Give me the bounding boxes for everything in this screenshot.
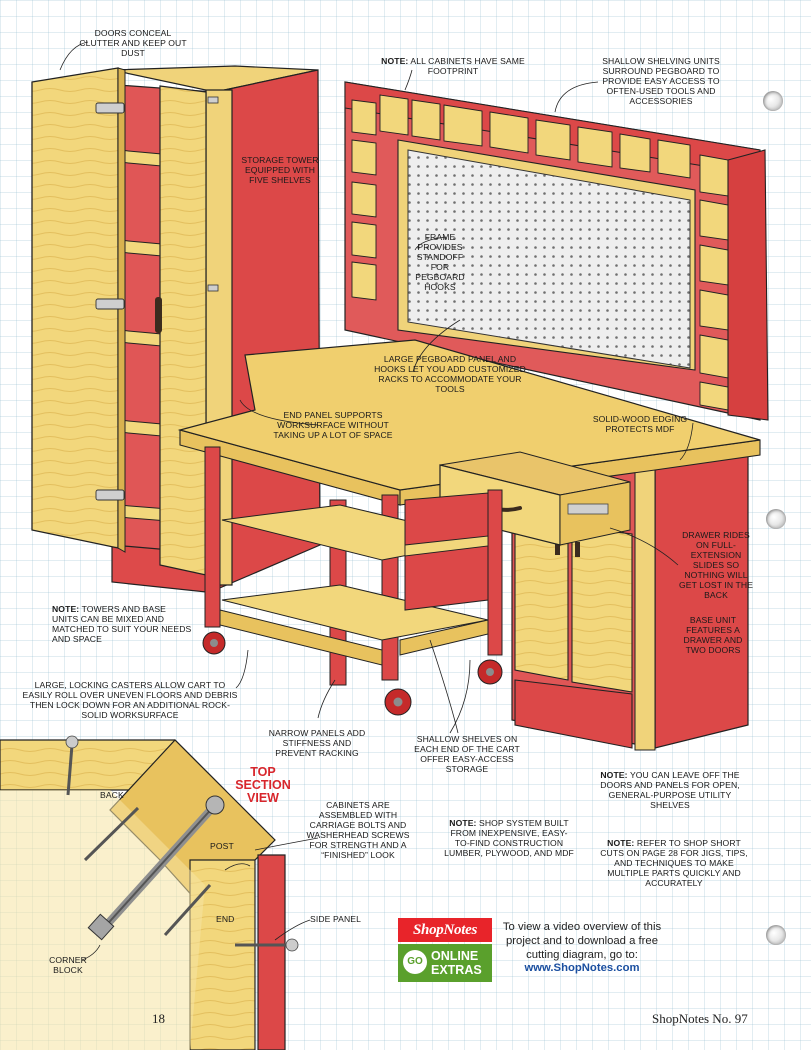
caption-shallow-shelves: SHALLOW SHELVES ON EACH END OF THE CART … [414,734,520,774]
footer-magazine-title: ShopNotes No. 97 [652,1011,748,1026]
label-back: BACK [100,790,124,800]
extras-label: EXTRAS [431,963,482,977]
caption-shallow-shelving: SHALLOW SHELVING UNITS SURROUND PEGBOARD… [602,56,720,106]
section-view-title: TOP SECTION VIEW [228,766,298,805]
label-side-panel: SIDE PANEL [310,914,361,924]
note-text: SHOP SYSTEM BUILT FROM INEXPENSIVE, EASY… [444,818,574,858]
section-title-line: SECTION [235,778,291,792]
note-text: TOWERS AND BASE UNITS CAN BE MIXED AND M… [52,604,192,644]
caption-refer-note: NOTE: REFER TO SHOP SHORT CUTS ON PAGE 2… [596,838,752,888]
label-corner-block: CORNER BLOCK [49,955,87,975]
caption-base-unit: BASE UNIT FEATURES A DRAWER AND TWO DOOR… [683,615,743,655]
note-label: NOTE: [449,818,477,828]
caption-cabinets: CABINETS ARE ASSEMBLED WITH CARRIAGE BOL… [306,800,410,860]
extras-description: To view a video overview of this project… [502,921,662,961]
caption-pegboard: LARGE PEGBOARD PANEL AND HOOKS LET YOU A… [374,354,526,394]
note-label: NOTE: [607,838,635,848]
caption-shop-system-note: NOTE: SHOP SYSTEM BUILT FROM INEXPENSIVE… [444,818,574,858]
shopnotes-logo-text: ShopNotes [398,918,492,942]
go-icon: GO [403,950,427,974]
caption-edging: SOLID-WOOD EDGING PROTECTS MDF [592,414,688,434]
caption-doors: DOORS CONCEAL CLUTTER AND KEEP OUT DUST [79,28,187,58]
binder-hole [766,925,786,945]
label-end: END [216,914,235,924]
caption-end-panel: END PANEL SUPPORTS WORKSURFACE WITHOUT T… [273,410,393,440]
label-post: POST [210,841,234,851]
note-text: REFER TO SHOP SHORT CUTS ON PAGE 28 FOR … [600,838,748,888]
top-section-view [0,735,319,1050]
note-label: NOTE: [52,604,80,614]
section-title-line: TOP [250,765,276,779]
online-extras-badge: GO ONLINE EXTRAS [398,944,492,982]
binder-hole [766,509,786,529]
section-title-line: VIEW [247,791,279,805]
shopnotes-online-extras-logo[interactable]: ShopNotes GO ONLINE EXTRAS [398,918,492,982]
caption-narrow-panels: NARROW PANELS ADD STIFFNESS AND PREVENT … [268,728,366,758]
rolling-cart [202,446,503,716]
note-label: NOTE: [381,56,409,66]
caption-footprint-note: NOTE: ALL CABINETS HAVE SAME FOOTPRINT [378,56,528,76]
note-label: NOTE: [600,770,628,780]
extras-link[interactable]: www.ShopNotes.com [524,962,640,974]
leader-lines [59,41,694,734]
note-text: YOU CAN LEAVE OFF THE DOORS AND PANELS F… [600,770,740,810]
online-label: ONLINE [431,949,479,963]
pegboard-wall-unit [344,81,769,421]
caption-frame: FRAME PROVIDES STANDOFF FOR PEGBOARD HOO… [415,232,465,292]
online-extras-promo: ShopNotes GO ONLINE EXTRAS To view a vid… [398,918,661,984]
caption-drawer: DRAWER RIDES ON FULL-EXTENSION SLIDES SO… [678,530,754,600]
caption-leave-off-note: NOTE: YOU CAN LEAVE OFF THE DOORS AND PA… [590,770,750,810]
caption-storage-tower: STORAGE TOWER EQUIPPED WITH FIVE SHELVES [241,155,319,185]
page-number: 18 [152,1011,165,1026]
caption-towers-note: NOTE: TOWERS AND BASE UNITS CAN BE MIXED… [52,604,192,644]
binder-hole [763,91,783,111]
note-text: ALL CABINETS HAVE SAME FOOTPRINT [410,56,525,76]
caption-casters: LARGE, LOCKING CASTERS ALLOW CART TO EAS… [22,680,238,720]
